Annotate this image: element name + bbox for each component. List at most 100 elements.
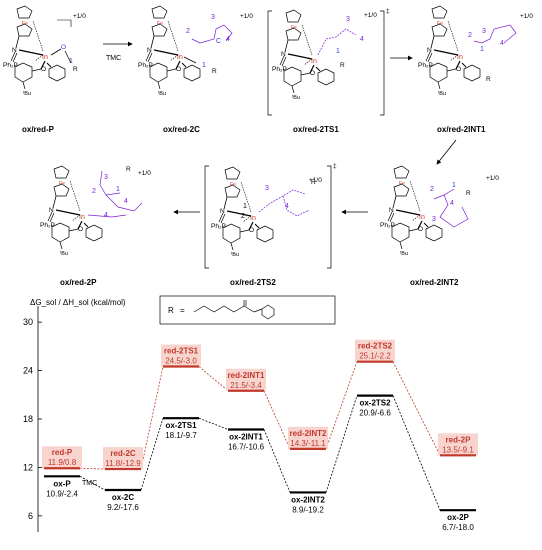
o-label: O bbox=[456, 66, 461, 73]
red-level-label: red-2C bbox=[110, 449, 136, 458]
red-label-highlight bbox=[288, 426, 328, 449]
ox-level-label: ox-P bbox=[53, 479, 71, 488]
in-label: In bbox=[250, 215, 256, 222]
atom-3: 3 bbox=[265, 185, 269, 192]
charge-label: +1/0 bbox=[73, 13, 86, 20]
n-label: N bbox=[12, 47, 17, 54]
red-connector bbox=[198, 366, 229, 392]
atom-2: 2 bbox=[468, 32, 472, 39]
charge-label: +1/0 bbox=[138, 170, 151, 177]
red-connector bbox=[79, 467, 106, 470]
in-label: In bbox=[42, 54, 48, 61]
ox-level-label: ox-2INT2 bbox=[291, 495, 325, 504]
atom-4: 4 bbox=[226, 36, 230, 43]
ph2p-label: Ph₂P bbox=[40, 222, 55, 229]
n-label: N bbox=[147, 47, 152, 54]
ox-connector bbox=[198, 417, 229, 430]
r-def-eq: = bbox=[180, 306, 185, 315]
tbu-label: ᵗBu bbox=[400, 250, 408, 257]
red-level-label: red-2INT1 bbox=[228, 371, 265, 380]
atom-4: 4 bbox=[285, 203, 289, 210]
ph2p-label: Ph₂P bbox=[418, 62, 433, 69]
charge-label: +1/0 bbox=[364, 12, 377, 19]
red-level-label: red-2TS1 bbox=[164, 347, 199, 356]
label-ox-red-2TS1: ox/red-2TS1 bbox=[293, 125, 339, 134]
ox-level-label: ox-2P bbox=[447, 513, 469, 522]
atom-4: 4 bbox=[450, 200, 454, 207]
o-label: O bbox=[310, 70, 315, 77]
atom-4b: 4 bbox=[104, 212, 108, 219]
label-ox-red-2INT1: ox/red-2INT1 bbox=[437, 125, 486, 134]
red-connector bbox=[325, 361, 358, 449]
n-label: N bbox=[281, 51, 286, 58]
atom-3: 3 bbox=[346, 16, 350, 23]
r-def-label: R bbox=[168, 306, 174, 315]
r-label: R bbox=[212, 68, 217, 75]
ox-level-value: 10.9/-2.4 bbox=[46, 489, 78, 498]
label-ox-red-2P: ox/red-2P bbox=[60, 278, 97, 287]
in-label: In bbox=[177, 54, 183, 61]
r-label: R bbox=[340, 62, 345, 69]
red-level-value: 14.3/-11.1 bbox=[290, 439, 326, 448]
r-label: R bbox=[126, 166, 131, 173]
o-label: O bbox=[176, 66, 181, 73]
ph2p-label: Ph₂P bbox=[3, 62, 18, 69]
ox-level-value: 6.7/-18.0 bbox=[442, 523, 474, 532]
ts-dagger: ‡ bbox=[333, 163, 337, 170]
atom-4: 4 bbox=[500, 40, 504, 47]
o-label: O bbox=[249, 227, 254, 234]
red-connector bbox=[392, 361, 441, 456]
fe-label: Fe bbox=[230, 182, 236, 188]
in-label: In bbox=[457, 54, 463, 61]
atom-2: 2 bbox=[92, 188, 96, 195]
tbu-label: ᵗBu bbox=[438, 90, 446, 97]
ph2p-label: Ph₂P bbox=[138, 62, 153, 69]
ph2p-label: Ph₂P bbox=[380, 222, 395, 229]
atom-4: 4 bbox=[124, 198, 128, 205]
red-level-value: 25.1/-2.2 bbox=[359, 352, 391, 361]
red-label-highlight bbox=[355, 339, 395, 362]
ox-level-label: ox-2C bbox=[112, 493, 134, 502]
label-ox-red-2INT2: ox/red-2INT2 bbox=[410, 278, 459, 287]
red-level-value: 11.9/0.8 bbox=[48, 458, 77, 467]
n-label: N bbox=[427, 47, 432, 54]
fe-label: Fe bbox=[22, 21, 28, 27]
atom-3: 3 bbox=[432, 216, 436, 223]
red-connector bbox=[263, 390, 291, 450]
atom-4: 4 bbox=[360, 36, 364, 43]
r-label: R bbox=[486, 76, 491, 83]
ox-level-label: ox-2INT1 bbox=[229, 432, 263, 441]
r-label: R bbox=[73, 66, 78, 73]
n-label: N bbox=[220, 208, 225, 215]
label-ox-red-P: ox/red-P bbox=[22, 125, 55, 134]
tbu-label: ᵗBu bbox=[292, 94, 300, 101]
red-label-highlight bbox=[161, 344, 201, 367]
charge-label: +1/0 bbox=[486, 175, 499, 182]
red-label-highlight bbox=[438, 433, 478, 456]
arrow-int1-to-int2 bbox=[436, 139, 457, 165]
red-label-highlight bbox=[226, 368, 266, 391]
ox-level-label: ox-2TS1 bbox=[165, 421, 197, 430]
label-ox-red-2TS2: ox/red-2TS2 bbox=[230, 278, 276, 287]
red-level-value: 24.5/-3.0 bbox=[165, 357, 197, 366]
ox-level-value: 16.7/-10.6 bbox=[228, 442, 265, 451]
ox-level-value: 9.2/-17.6 bbox=[107, 503, 139, 512]
ts-dagger: ‡ bbox=[386, 8, 390, 15]
structure-ox-red-2C: Fe N Ph₂P In O ᵗBu 2 3 4 C 1 R +1/0 bbox=[138, 5, 253, 97]
structure-ox-red-P: Fe N Ph₂P In O ᵗBu O 1 R +1/0 bbox=[3, 5, 86, 97]
in-label: In bbox=[311, 58, 317, 65]
fe-label: Fe bbox=[157, 21, 163, 27]
structure-ox-red-2TS1: Fe N Ph₂P In O ᵗBu 3 4 1 R ‡ +1/0 bbox=[267, 8, 390, 116]
r-label: R bbox=[311, 179, 316, 186]
in-label: In bbox=[79, 214, 85, 221]
structure-ox-red-2INT1: Fe N Ph₂P In O ᵗBu 2 3 4 1 R +1/0 bbox=[418, 5, 533, 97]
red-connector bbox=[140, 366, 164, 470]
energy-tmc-label: TMC bbox=[82, 480, 97, 487]
charge-label: +1/0 bbox=[309, 177, 322, 184]
label-ox-red-2C: ox/red-2C bbox=[163, 125, 200, 134]
ox-connector bbox=[79, 475, 106, 491]
atom-3: 3 bbox=[211, 14, 215, 21]
n-label: N bbox=[389, 207, 394, 214]
atom-2: 2 bbox=[241, 213, 245, 220]
structure-ox-red-2P: Fe N Ph₂P In O ᵗBu 3 2 1 4 4 R +1/0 bbox=[40, 165, 151, 257]
